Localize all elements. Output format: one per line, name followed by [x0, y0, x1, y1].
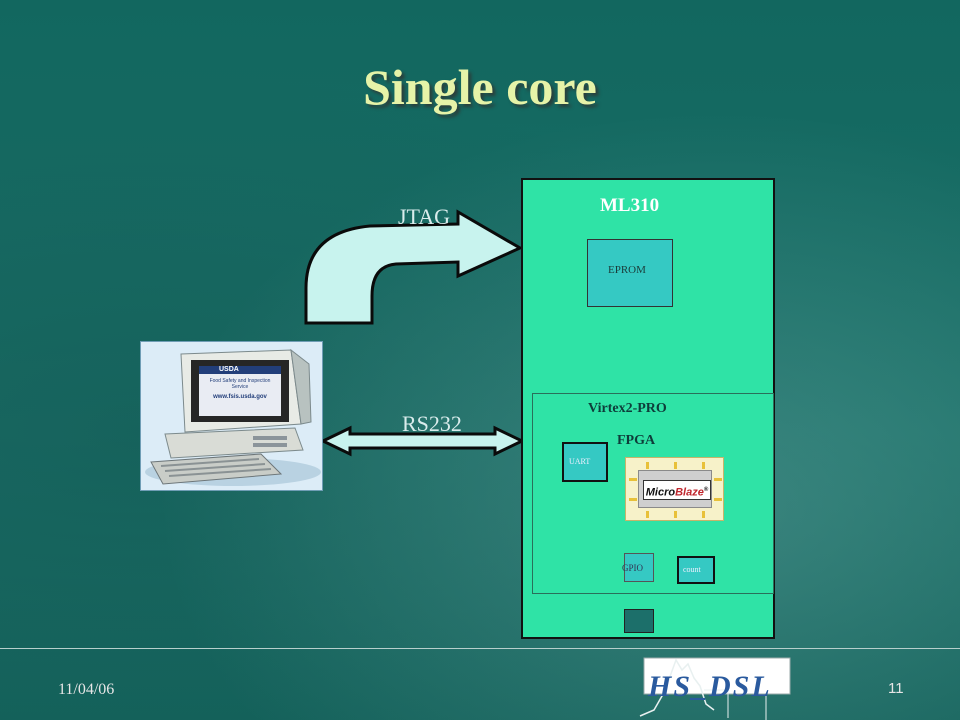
- microblaze-logo: MicroBlaze®: [643, 480, 711, 500]
- microblaze-core: MicroBlaze®: [625, 457, 724, 521]
- slide-title: Single core: [363, 59, 597, 115]
- hs-dsl-logo: HS_DSL: [636, 652, 792, 720]
- board-title: ML310: [600, 195, 660, 216]
- screen-text-fsis: Food Safety and Inspection Service: [209, 378, 271, 390]
- count-block: count: [677, 556, 715, 584]
- jtag-label: JTAG: [398, 204, 451, 229]
- eprom-label: EPROM: [608, 264, 646, 276]
- virtex-fpga-region: [532, 393, 774, 594]
- count-label: count: [683, 565, 701, 574]
- logo-text: HS_DSL: [648, 670, 772, 703]
- eprom-block: EPROM: [587, 239, 673, 307]
- microblaze-logo-blaze: Blaze: [675, 486, 704, 499]
- microblaze-pins: [629, 462, 722, 518]
- logo-waveform-icon: [639, 657, 791, 720]
- uart-block: UART: [562, 442, 608, 482]
- rs232-label: RS232: [402, 411, 462, 436]
- slide-date: 11/04/06: [58, 681, 115, 698]
- fpga-label: FPGA: [617, 433, 656, 448]
- gpio-external-pins: [624, 609, 654, 633]
- gpio-block: GPIO: [622, 553, 654, 582]
- slide-number: 11: [888, 680, 904, 697]
- uart-label: UART: [569, 457, 591, 466]
- gpio-label: GPIO: [622, 563, 644, 573]
- screen-text-url: www.fsis.usda.gov: [213, 394, 267, 400]
- microblaze-logo-tm: ®: [703, 487, 709, 493]
- screen-text-usda: USDA: [219, 366, 239, 373]
- microblaze-logo-micro: Micro: [645, 486, 676, 499]
- microblaze-chip: MicroBlaze®: [638, 470, 712, 508]
- computer-icon: [141, 342, 322, 490]
- footer-rule: [0, 648, 960, 649]
- computer-illustration: USDA Food Safety and Inspection Service …: [140, 341, 323, 491]
- jtag-arrow: [304, 209, 524, 325]
- virtex-label: Virtex2-PRO: [588, 401, 667, 416]
